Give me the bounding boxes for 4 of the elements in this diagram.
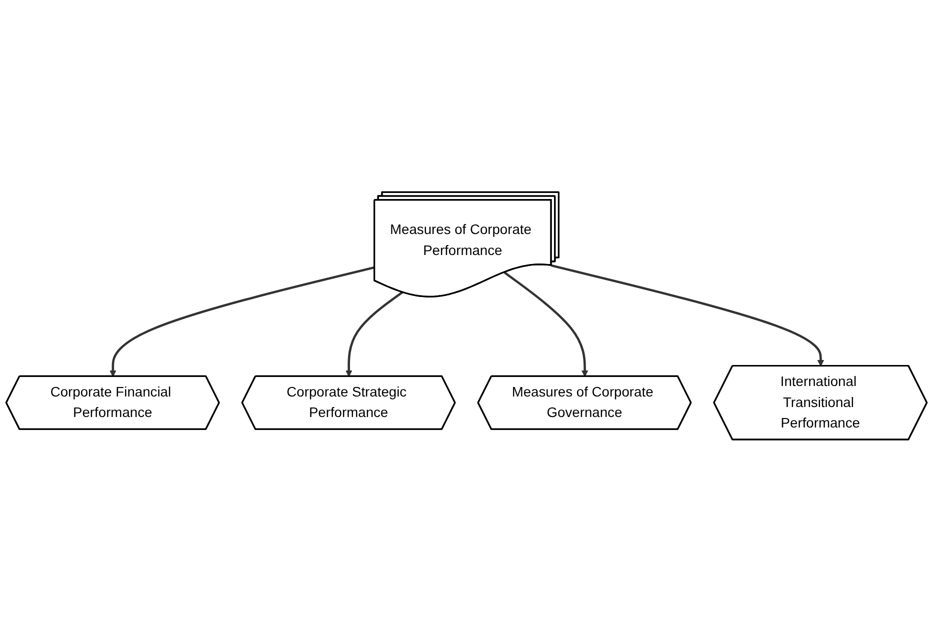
arrow bbox=[504, 272, 588, 377]
arrow bbox=[551, 264, 824, 367]
arrow bbox=[110, 266, 375, 377]
arrow bbox=[346, 292, 403, 377]
